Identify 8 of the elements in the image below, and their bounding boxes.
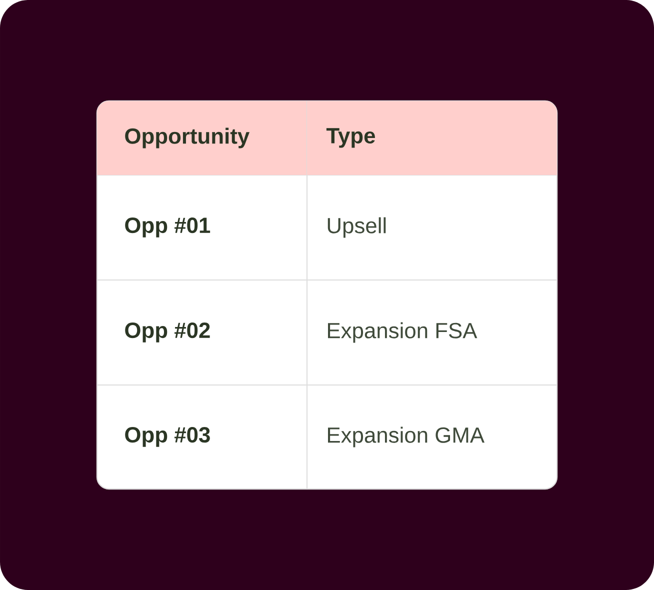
table-cell: Opp #03 (125, 427, 210, 447)
table-cell: Expansion FSA (328, 322, 478, 343)
header-cell: Type (307, 101, 557, 175)
table-cell: Opp #02 (125, 322, 210, 342)
table-cell: Expansion GMA (328, 426, 484, 448)
table-cell: Opp #01 (125, 218, 210, 238)
header-cell: Opportunity (97, 100, 308, 176)
table-cell: Upsell (328, 217, 386, 238)
